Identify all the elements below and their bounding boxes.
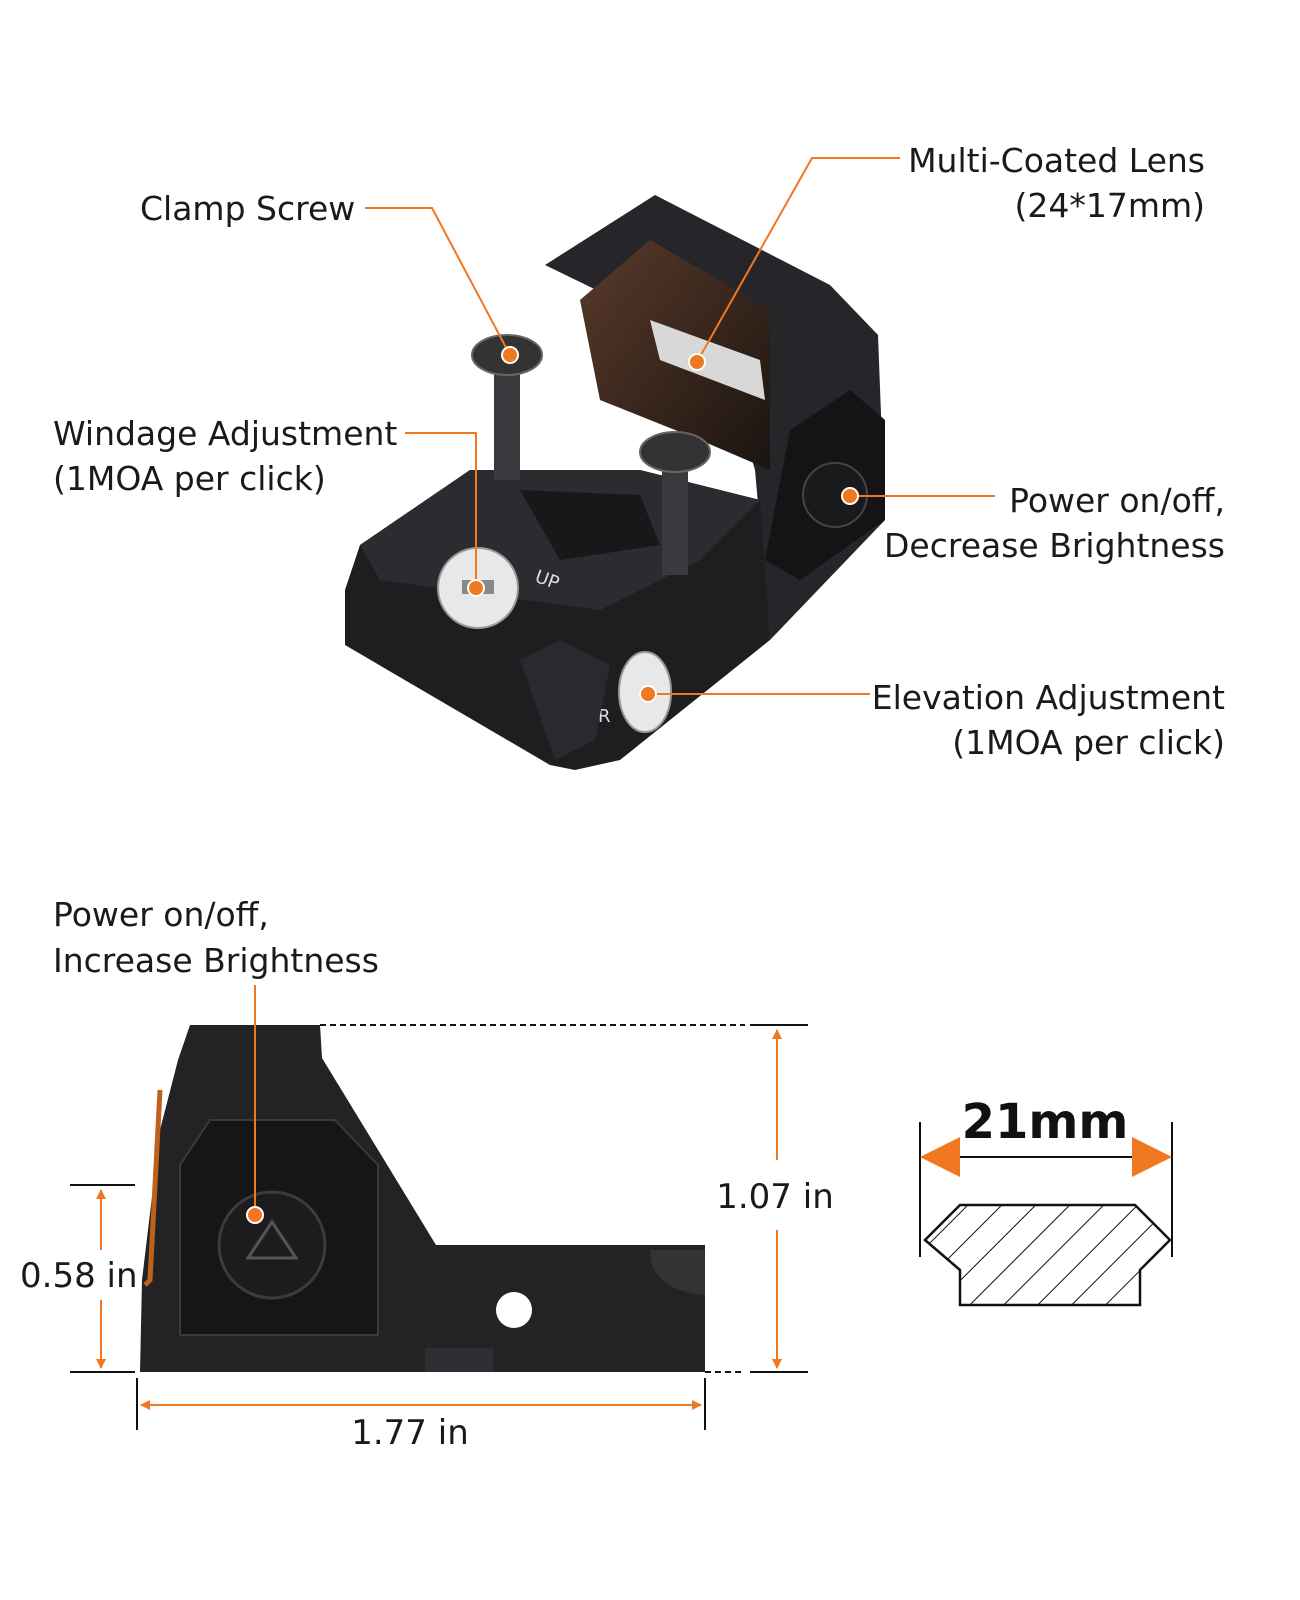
callout-power-decrease: Power on/off, Decrease Brightness: [841, 481, 1225, 565]
base-height-value: 0.58 in: [20, 1256, 138, 1296]
label-power-decrease: Power on/off,: [1009, 481, 1225, 520]
label-windage-moa: (1MOA per click): [53, 459, 326, 498]
lens: [650, 320, 765, 400]
callout-power-increase: Power on/off, Increase Brightness: [53, 895, 379, 1224]
label-decrease-brightness: Decrease Brightness: [884, 526, 1225, 565]
label-windage: Windage Adjustment: [53, 414, 397, 453]
length-value: 1.77 in: [351, 1413, 469, 1453]
callout-elevation: Elevation Adjustment (1MOA per click): [639, 678, 1225, 762]
rail-cross-section: [923, 1203, 1172, 1307]
triangle-icon: [245, 1219, 299, 1260]
label-elevation: Elevation Adjustment: [872, 678, 1225, 717]
elevation-r-marking: R: [598, 706, 611, 727]
callout-windage: Windage Adjustment (1MOA per click): [53, 414, 485, 597]
rail-width-value: 21mm: [962, 1094, 1129, 1150]
callout-clamp-screw: Clamp Screw: [140, 189, 519, 364]
sight-top-view: UP R: [345, 195, 885, 770]
clamp-screw: [471, 334, 711, 575]
label-power-increase: Power on/off,: [53, 895, 269, 934]
dimension-height: 1.07 in: [320, 1024, 834, 1373]
dimension-base-height: 0.58 in: [20, 1184, 138, 1373]
callout-lens: Multi-Coated Lens (24*17mm): [688, 141, 1205, 371]
height-value: 1.07 in: [716, 1177, 834, 1217]
label-lens: Multi-Coated Lens: [908, 141, 1205, 180]
label-clamp-screw: Clamp Screw: [140, 189, 355, 228]
dimension-length: 1.77 in: [136, 1378, 706, 1453]
mount-hole: [496, 1292, 532, 1328]
rail-profile: 21mm: [919, 1094, 1173, 1307]
label-lens-size: (24*17mm): [1014, 186, 1205, 225]
label-elevation-moa: (1MOA per click): [952, 723, 1225, 762]
power-increase-button: [217, 1190, 327, 1300]
label-increase-brightness: Increase Brightness: [53, 941, 379, 980]
sight-side-view: [140, 1025, 705, 1372]
